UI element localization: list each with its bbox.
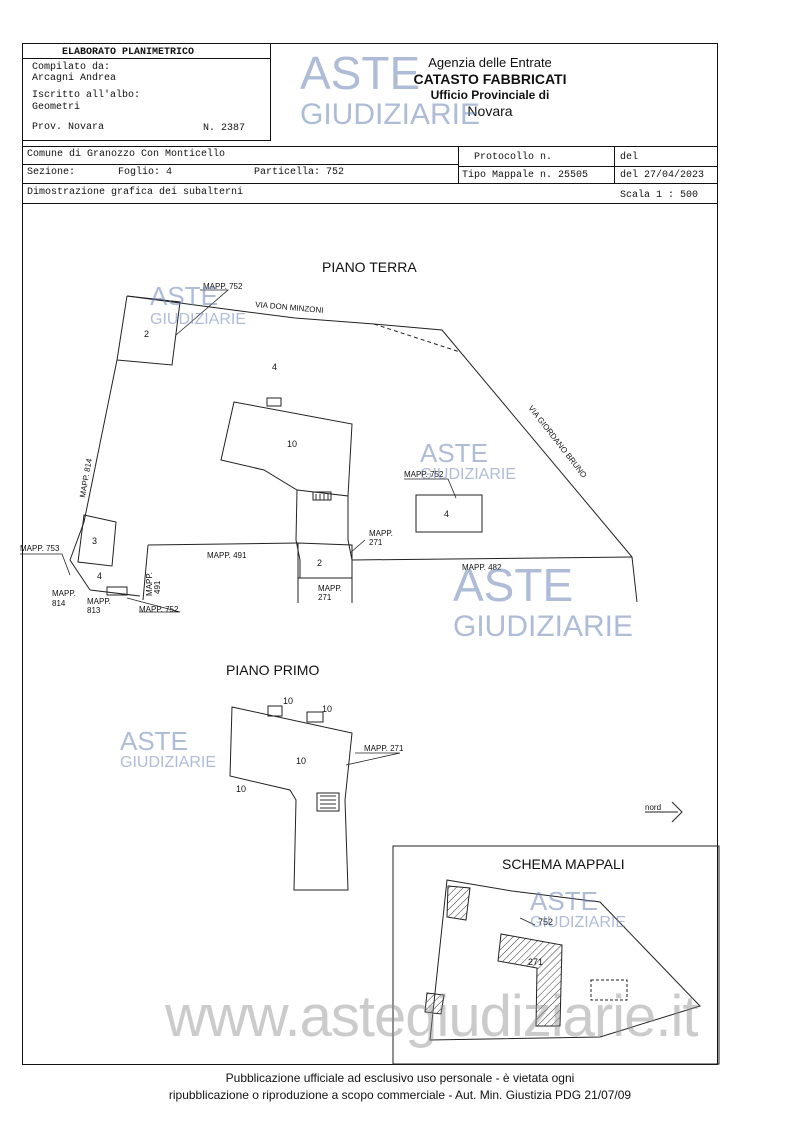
info-divider-2 [614, 146, 615, 183]
info-bottom-line [22, 183, 718, 184]
particella: Particella: 752 [254, 167, 345, 178]
label-mapp-813-num: 813 [87, 606, 101, 615]
label-mapp-482: MAPP. 482 [462, 563, 502, 572]
label-mapp-814-num: 814 [52, 599, 66, 608]
sezione: Sezione: [27, 167, 76, 178]
info-mid-line [22, 164, 458, 165]
sub-10-primo-a: 10 [283, 696, 293, 706]
label-mapp-271-b-num: 271 [318, 593, 332, 602]
sub-3: 3 [92, 536, 97, 546]
dimostrazione: Dimostrazione grafica dei subalterni [27, 187, 244, 198]
header-title: ELABORATO PLANIMETRICO [62, 47, 195, 58]
footer-line-1: Pubblicazione ufficiale ad esclusivo uso… [225, 1071, 575, 1085]
sub-10-primo-main: 10 [296, 756, 306, 766]
schema-271: 271 [528, 957, 543, 967]
label-nord: nord [645, 803, 661, 812]
hatched-271 [497, 933, 563, 1027]
label-mapp-491: MAPP. 491 [207, 551, 247, 560]
label-mapp-752-bottom: MAPP. 752 [139, 605, 179, 614]
schema-title: SCHEMA MAPPALI [502, 856, 625, 872]
label-mapp-271-a-num: 271 [369, 538, 383, 547]
protocollo: Protocollo n. [474, 152, 553, 163]
info-divider [458, 146, 459, 183]
agency-line-1: Agenzia delle Entrate [428, 55, 552, 70]
footer-line-2: ripubblicazione o riproduzione a scopo c… [168, 1088, 632, 1102]
agency-line-3: Ufficio Provinciale di [430, 88, 550, 102]
piano-primo-title: PIANO PRIMO [226, 662, 320, 678]
tipo-mappale-del: del 27/04/2023 [620, 170, 705, 181]
label-mapp-752-mid: MAPP. 752 [404, 470, 444, 479]
sub-10-primo-c: 10 [236, 784, 246, 794]
compiled-by: Arcagni Andrea [32, 73, 117, 84]
protocollo-del: del [620, 152, 639, 163]
sub-4-main: 4 [272, 362, 277, 372]
sub-2-top: 2 [144, 329, 149, 339]
piano-terra-title: PIANO TERRA [322, 259, 417, 275]
building-4 [415, 494, 483, 533]
label-mapp-814-side: MAPP. 814 [78, 457, 94, 498]
label-mapp-491-vert: MAPP. [145, 572, 154, 596]
schema-box [392, 845, 720, 1065]
label-mapp-813: MAPP. [87, 597, 111, 606]
compiled-by-label: Compilato da: [32, 62, 111, 73]
sub-10-primo-b: 10 [322, 704, 332, 714]
register-number: N. 2387 [203, 123, 246, 134]
label-mapp-271-b: MAPP. [318, 584, 342, 593]
label-mapp-752-top: MAPP. 752 [203, 282, 243, 291]
sub-10: 10 [287, 439, 297, 449]
neighbour-line [373, 323, 461, 353]
sub-4-small: 4 [97, 571, 102, 581]
foglio: Foglio: 4 [118, 167, 173, 178]
label-mapp-814-bottom: MAPP. [52, 589, 76, 598]
label-mapp-753: MAPP. 753 [20, 544, 60, 553]
comune: Comune di Granozzo Con Monticello [27, 149, 226, 160]
tipo-mappale: Tipo Mappale n. 25505 [462, 170, 589, 181]
info-top-line [22, 146, 718, 147]
info-mid-line-right [458, 166, 718, 167]
label-mapp-491-vert-num: 491 [153, 580, 162, 594]
sub-4-rect: 4 [444, 509, 449, 519]
agency-line-2: CATASTO FABBRICATI [413, 71, 567, 87]
label-via-don-minzoni: VIA DON MINZONI [255, 300, 324, 315]
header-divider [22, 58, 271, 59]
province: Prov. Novara [32, 122, 105, 133]
sub-2-bottom: 2 [317, 558, 322, 568]
label-mapp-271-a: MAPP. [369, 529, 393, 538]
registered-label: Iscritto all'albo: [32, 90, 141, 101]
label-mapp-271-primo: MAPP. 271 [364, 744, 404, 753]
registered: Geometri [32, 102, 81, 113]
first-floor-10 [229, 706, 353, 891]
info-end-line [22, 203, 718, 204]
schema-752: 752 [538, 917, 553, 927]
header-box [22, 43, 271, 141]
scala: Scala 1 : 500 [620, 190, 699, 201]
lot-left-boundary [69, 295, 128, 591]
agency-block: Agenzia delle Entrate CATASTO FABBRICATI… [390, 55, 590, 119]
agency-line-4: Novara [467, 103, 513, 119]
